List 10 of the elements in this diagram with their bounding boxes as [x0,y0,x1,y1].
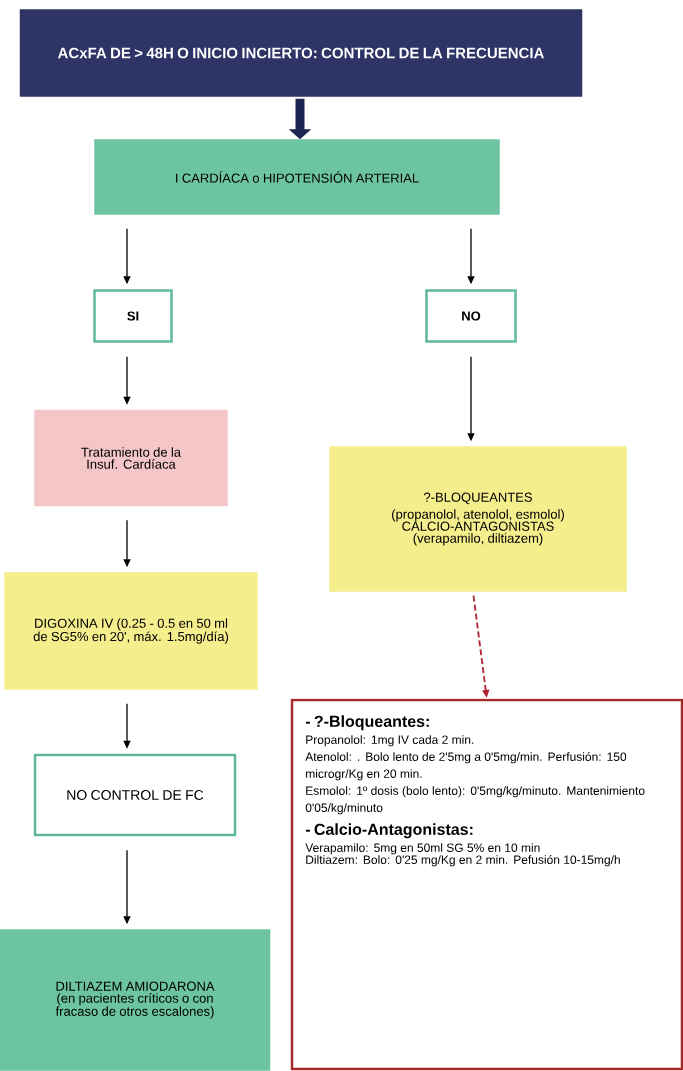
outcome-box: NO CONTROL DE FC [33,753,237,837]
answer-box: SI [93,289,173,343]
treatment-box: ?-BLOQUEANTES (propanolol, atenolol, esmolol) CALCIO-ANTAGONISTAS (verapamilo, diltiazem) [329,446,627,592]
condition-box: I CARDÍACA o HIPOTENSIÓN ARTERIAL [94,139,500,215]
title-banner: ACxFA DE > 48H O INICIO INCIERTO: CONTROL DE LA FRECUENCIA [19,9,583,97]
answer-box: NO [425,289,517,343]
treatment-box: DILTIAZEM AMIODARONA (en pacientes críticos o con fracaso de otros escalones) [0,929,271,1071]
dosage-panel: - ?-Bloqueantes: Propanolol: 1mg IV cada 2 min. Atenolol: . Bolo lento de 2'5mg a 0'5mg/min. Perfusión: 150 microgr/Kg en 20 min. Esmolol: 1º dosis (bolo lento): 0'5mg/kg/minuto. Mantenimiento 0'05/kg/minuto - Calcio-Antagonistas: Verapamilo: 5mg en 50ml SG 5% en 10 min Diltiazem: Bolo: 0'25 mg/Kg en 2 min. Pefusión 10-15mg/h [290,698,683,1071]
treatment-box: DIGOXINA IV (0.25 - 0.5 en 50 ml de SG5% en 20', máx. 1.5mg/día) [4,572,258,690]
treatment-box: Tratamiento de la Insuf. Cardíaca [34,409,228,507]
